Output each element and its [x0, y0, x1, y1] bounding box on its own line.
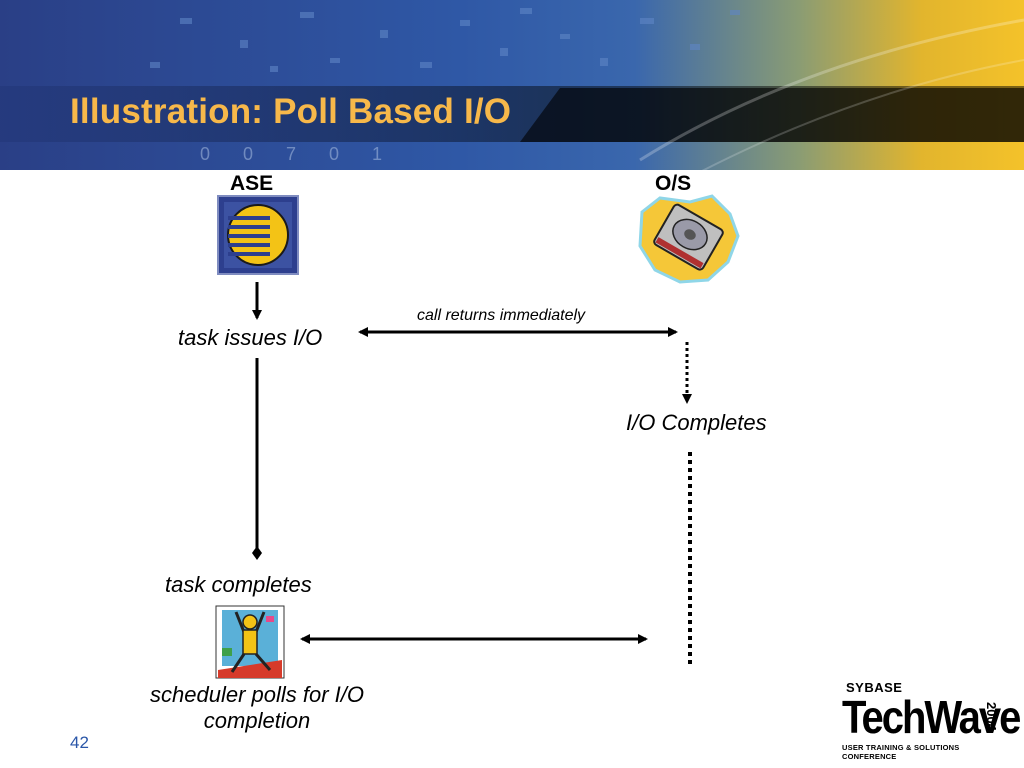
io-completes-label: I/O Completes	[626, 410, 767, 435]
hard-disk-icon	[638, 194, 740, 284]
scheduler-polls-label: scheduler polls for I/O completion	[127, 682, 387, 734]
call-returns-label: call returns immediately	[417, 307, 586, 324]
task-completes-label: task completes	[165, 572, 312, 597]
celebrating-person-icon	[215, 605, 285, 679]
os-column-label: O/S	[655, 172, 692, 195]
page-number: 42	[70, 733, 89, 752]
task-complete-diamond	[252, 546, 262, 560]
slide-title: Illustration: Poll Based I/O	[70, 92, 512, 131]
logo-brand: SYBASE	[846, 680, 903, 695]
logo-tagline: USER TRAINING & SOLUTIONS CONFERENCE	[842, 743, 960, 761]
logo-year: 2004	[984, 702, 999, 731]
header-banner: 0 0 7 0 1	[0, 0, 1024, 172]
banner-digits: 0 0 7 0 1	[200, 144, 396, 164]
scheduler-polls-line-2: completion	[203, 708, 311, 733]
ase-server-icon	[217, 195, 299, 275]
logo-name: TechWave	[842, 692, 1021, 744]
task-issues-label: task issues I/O	[178, 325, 323, 350]
ase-column-label: ASE	[230, 172, 274, 195]
scheduler-polls-line-1: scheduler polls for I/O	[150, 682, 364, 707]
techwave-logo: SYBASE TechWave 2004 USER TRAINING & SOL…	[842, 680, 1021, 761]
